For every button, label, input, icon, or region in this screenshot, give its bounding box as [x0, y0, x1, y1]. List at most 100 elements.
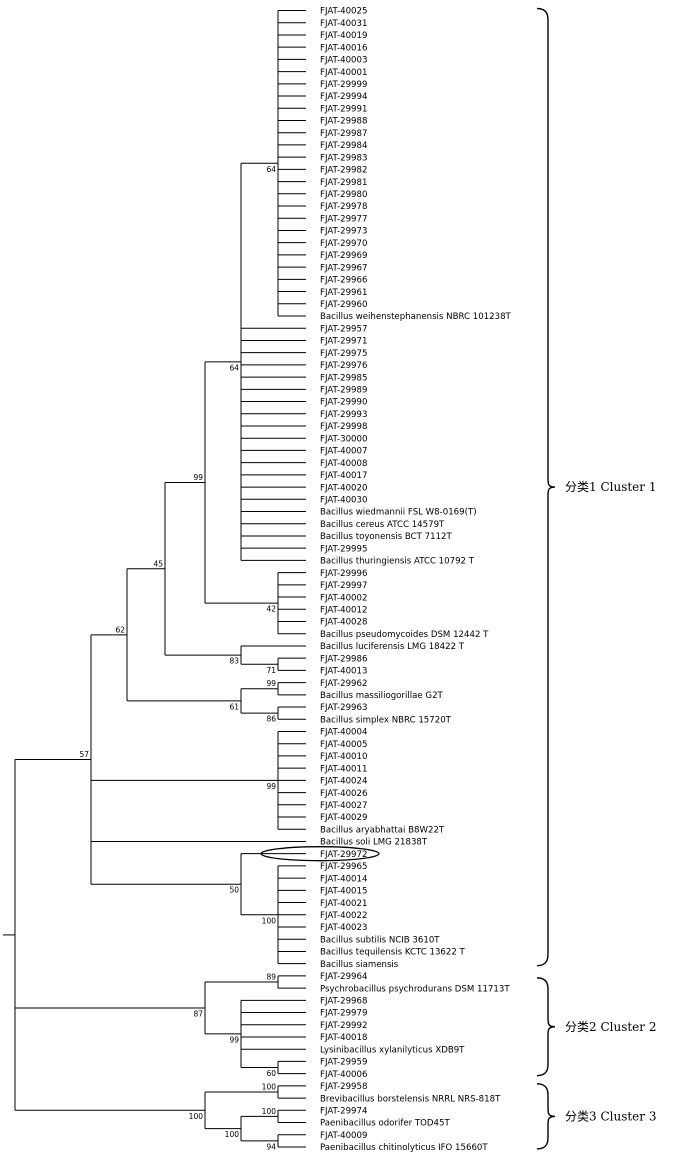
leaf-label: FJAT-29967	[320, 263, 367, 273]
bootstrap-value: 71	[266, 666, 276, 675]
leaf-label: FJAT-40017	[320, 471, 367, 481]
leaf-label: FJAT-40023	[320, 923, 367, 933]
highlight-ellipse	[260, 846, 380, 862]
leaf-label: FJAT-29979	[320, 1009, 367, 1019]
leaf-label: FJAT-29970	[320, 239, 367, 249]
bootstrap-value: 57	[79, 750, 89, 759]
cluster-label: 分类1 Cluster 1	[565, 480, 656, 494]
leaf-label: Bacillus wiedmannii FSL W8-0169(T)	[320, 508, 477, 518]
leaf-label: FJAT-29987	[320, 129, 367, 139]
leaf-label: Bacillus luciferensis LMG 18422 T	[320, 642, 465, 652]
leaf-label: FJAT-40007	[320, 447, 367, 457]
leaf-label: FJAT-40001	[320, 68, 367, 78]
leaf-label: FJAT-40026	[320, 789, 367, 799]
leaf-label: Bacillus subtilis NCIB 3610T	[320, 935, 440, 945]
cluster-brace	[536, 977, 556, 1077]
leaf-label: FJAT-29986	[320, 654, 367, 664]
leaf-label: FJAT-29965	[320, 862, 367, 872]
leaf-label: FJAT-29981	[320, 178, 367, 188]
leaf-label: Bacillus cereus ATCC 14579T	[320, 520, 445, 530]
leaf-label: FJAT-29958	[320, 1082, 367, 1092]
leaf-label: FJAT-30000	[320, 434, 367, 444]
leaf-label: FJAT-40005	[320, 740, 367, 750]
cluster-label: 分类2 Cluster 2	[565, 1020, 656, 1034]
leaf-label: FJAT-29989	[320, 386, 367, 396]
leaf-label: Bacillus simplex NBRC 15720T	[320, 715, 452, 725]
leaf-label: FJAT-29983	[320, 153, 367, 163]
bootstrap-value: 45	[153, 559, 163, 568]
bootstrap-value: 89	[266, 972, 276, 981]
leaf-label: FJAT-29960	[320, 300, 367, 310]
leaf-label: FJAT-40025	[320, 7, 367, 17]
leaf-label: FJAT-40027	[320, 801, 367, 811]
bootstrap-value: 99	[266, 679, 276, 688]
leaf-label: FJAT-29976	[320, 361, 367, 371]
bootstrap-value: 64	[266, 165, 276, 174]
leaf-label: Bacillus toyonensis BCT 7112T	[320, 532, 453, 542]
bootstrap-value: 100	[225, 1130, 240, 1139]
leaf-label: FJAT-40020	[320, 483, 367, 493]
leaf-label: FJAT-29957	[320, 324, 367, 334]
leaf-label: FJAT-29998	[320, 422, 367, 432]
leaf-label: FJAT-29996	[320, 569, 367, 579]
leaf-label: FJAT-40010	[320, 752, 367, 762]
leaf-label: Bacillus tequilensis KCTC 13622 T	[320, 948, 466, 958]
leaf-label: Bacillus pseudomycoides DSM 12442 T	[320, 630, 489, 640]
leaf-label: FJAT-29997	[320, 581, 367, 591]
leaf-label: FJAT-40006	[320, 1070, 367, 1080]
leaf-label: FJAT-29988	[320, 117, 367, 127]
leaf-label: FJAT-29973	[320, 227, 367, 237]
bootstrap-value: 94	[266, 1142, 276, 1151]
cluster-label: 分类3 Cluster 3	[565, 1109, 656, 1123]
leaf-labels: FJAT-40025FJAT-40031FJAT-40019FJAT-40016…	[320, 7, 512, 1153]
leaf-label: FJAT-40014	[320, 874, 367, 884]
bootstrap-value: 83	[229, 657, 239, 666]
leaf-label: FJAT-40030	[320, 496, 367, 506]
bootstrap-value: 64	[229, 363, 239, 372]
leaf-label: FJAT-29993	[320, 410, 367, 420]
leaf-label: FJAT-40013	[320, 667, 367, 677]
leaf-label: FJAT-40022	[320, 911, 367, 921]
leaf-label: FJAT-40019	[320, 31, 367, 41]
bootstrap-value: 99	[266, 782, 276, 791]
bootstrap-value: 99	[229, 1035, 239, 1044]
leaf-label: FJAT-29975	[320, 349, 367, 359]
leaf-label: FJAT-40009	[320, 1131, 367, 1141]
tree-branches	[3, 10, 306, 1148]
cluster-brace	[536, 1083, 556, 1150]
leaf-label: FJAT-40029	[320, 813, 367, 823]
leaf-label: FJAT-40031	[320, 19, 367, 29]
leaf-label: FJAT-29990	[320, 398, 367, 408]
leaf-label: Bacillus aryabhattai B8W22T	[320, 825, 445, 835]
leaf-label: FJAT-29995	[320, 544, 367, 554]
cluster-annotations: 分类1 Cluster 1 分类2 Cluster 2 分类3 Cluster 3	[260, 7, 656, 1150]
cluster-brace	[536, 7, 556, 967]
leaf-label: FJAT-29980	[320, 190, 367, 200]
leaf-label: FJAT-29974	[320, 1107, 367, 1117]
bootstrap-value: 100	[262, 1082, 277, 1091]
leaf-label: FJAT-40021	[320, 899, 367, 909]
leaf-label: FJAT-40004	[320, 728, 367, 738]
bootstrap-value: 99	[193, 473, 203, 482]
leaf-label: Lysinibacillus xylanilyticus XDB9T	[320, 1045, 465, 1055]
leaf-label: FJAT-29971	[320, 337, 367, 347]
leaf-label: FJAT-40015	[320, 887, 367, 897]
leaf-label: FJAT-29959	[320, 1058, 367, 1068]
bootstrap-value: 61	[229, 702, 239, 711]
leaf-label: FJAT-29962	[320, 679, 367, 689]
leaf-label: FJAT-29963	[320, 703, 367, 713]
leaf-label: Brevibacillus borstelensis NRRL NRS-818T	[320, 1094, 501, 1104]
leaf-label: FJAT-29972	[320, 850, 367, 860]
bootstrap-value: 100	[262, 1107, 277, 1116]
leaf-label: FJAT-40012	[320, 605, 367, 615]
leaf-label: FJAT-29978	[320, 202, 367, 212]
bootstrap-value: 86	[266, 715, 276, 724]
leaf-label: Paenibacillus odorifer TOD45T	[320, 1119, 450, 1129]
leaf-label: FJAT-40018	[320, 1033, 367, 1043]
leaf-label: FJAT-29999	[320, 80, 367, 90]
leaf-label: FJAT-29982	[320, 166, 367, 176]
leaf-label: FJAT-40008	[320, 459, 367, 469]
leaf-label: Psychrobacillus psychrodurans DSM 11713T	[320, 984, 510, 994]
bootstrap-value: 42	[266, 605, 276, 614]
